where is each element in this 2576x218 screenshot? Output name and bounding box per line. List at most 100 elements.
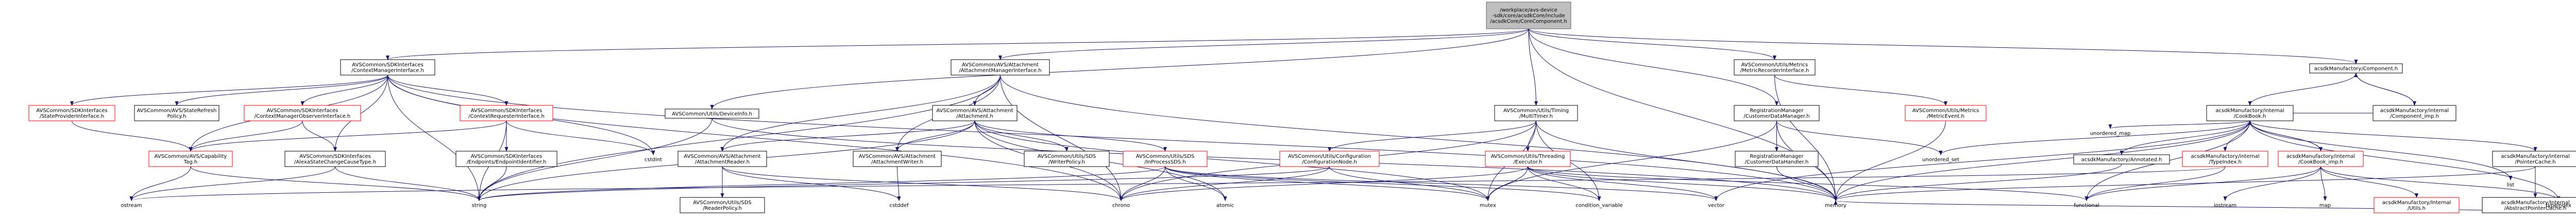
- include-edge-cbimp-to-typeindex: [2320, 166, 2561, 201]
- node-mfc[interactable]: acsdkManufactory/Component.h: [2309, 63, 2403, 74]
- include-edge-cap-to-string: [190, 166, 481, 201]
- node-box-cb: [2206, 105, 2294, 121]
- node-att[interactable]: AVSCommon/AVS/Attachment/Attachment.h: [932, 105, 1018, 121]
- node-dc[interactable]: AVSCommon/Utils/DeviceInfo.h: [665, 108, 759, 119]
- include-edge-ci-to-mfc: [2354, 72, 2415, 106]
- node-root[interactable]: /workplace/avs-device-sdk/core/acsdkCore…: [1486, 2, 1571, 29]
- node-label-cmoi-0: AVSCommon/SDKInterfaces: [267, 108, 338, 114]
- node-aw[interactable]: AVSCommon/AVS/Attachment/AttachmentWrite…: [853, 151, 942, 167]
- node-ostream: ostream: [121, 203, 142, 209]
- node-label-iostream-0: iostream: [2214, 203, 2236, 209]
- node-label-ipsds-1: /InProcessSDS.h: [1144, 159, 1186, 165]
- node-cdm[interactable]: RegistrationManager/CustomerDataManager.…: [1734, 105, 1820, 121]
- include-edge-cmi-to-cmoi: [300, 75, 388, 106]
- include-edge-cbimp-to-functional: [2084, 166, 2321, 201]
- node-wp[interactable]: AVSCommon/Utils/SDS/WriterPolicy.h: [1024, 151, 1110, 167]
- node-box-ami: [951, 59, 1050, 76]
- include-edge-cb-to-unordered_map: [2108, 120, 2250, 129]
- node-mt[interactable]: AVSCommon/Utils/Timing/MultiTimer.h: [1494, 105, 1578, 121]
- include-edge-cb-to-vector: [1714, 120, 2250, 201]
- include-edge-cfg-to-string: [477, 166, 1330, 201]
- node-label-memory-0: memory: [1825, 203, 1846, 209]
- include-edge-te-to-memory: [1528, 166, 1838, 201]
- node-label-ami-1: /AttachmentManagerInterface.h: [959, 68, 1041, 74]
- node-ann[interactable]: acsdkManufactory/Annotated.h: [2073, 154, 2170, 165]
- node-mutex: mutex: [1480, 203, 1496, 209]
- include-edge-att-to-ipsds: [974, 120, 1167, 152]
- node-box-utils: [2374, 197, 2460, 213]
- node-ar[interactable]: AVSCommon/AVS/Attachment/AttachmentReade…: [677, 151, 767, 167]
- node-label-cmoi-1: /ContextManagerObserverInterface.h: [255, 114, 351, 119]
- node-box-cdm: [1734, 105, 1820, 121]
- node-label-condvar-0: condition_variable: [1575, 203, 1623, 209]
- include-edge-cri-to-cstdint: [506, 120, 655, 155]
- include-edge-ipsds-to-vector: [1165, 166, 1718, 201]
- include-edge-cmi-to-spi: [70, 75, 388, 106]
- node-ci[interactable]: acsdkManufactory/internal/Component_imp.…: [2372, 105, 2456, 121]
- node-cb[interactable]: acsdkManufactory/internal/CookBook.h: [2206, 105, 2294, 121]
- include-edge-cb-to-list: [2249, 120, 2513, 180]
- node-label-ann-0: acsdkManufactory/Annotated.h: [2081, 157, 2162, 163]
- node-box-ci: [2372, 105, 2456, 121]
- node-label-mfc-0: acsdkManufactory/Component.h: [2314, 66, 2398, 72]
- node-eid[interactable]: AVSCommon/SDKInterfaces/Endpoints/Endpoi…: [455, 151, 557, 167]
- node-rp[interactable]: AVSCommon/Utils/SDS/ReaderPolicy.h: [680, 197, 765, 213]
- node-cmi[interactable]: AVSCommon/SDKInterfaces/ContextManagerIn…: [340, 59, 435, 76]
- node-pc[interactable]: acsdkManufactory/internal/PointerCache.h: [2492, 151, 2576, 167]
- node-label-list-0: list: [2507, 183, 2515, 188]
- node-cbimp[interactable]: acsdkManufactory/internal/CookBook_imp.h: [2278, 151, 2364, 167]
- node-label-aw-1: /AttachmentWriter.h: [871, 159, 923, 165]
- node-cfg[interactable]: AVSCommon/Utils/Configuration/Configurat…: [1279, 151, 1380, 167]
- node-label-me-0: AVSCommon/Utils/Metrics: [1912, 108, 1979, 114]
- include-edge-cbimp-to-cb: [2248, 120, 2321, 152]
- node-te[interactable]: AVSCommon/Utils/Threading/Executor.h: [1485, 151, 1571, 167]
- node-label-chrono-0: chrono: [1112, 203, 1130, 209]
- include-edge-att-to-mutex: [974, 120, 1490, 201]
- node-label-cstddef-0: cstddef: [890, 203, 909, 209]
- node-box-cfg: [1279, 151, 1380, 167]
- node-functional: functional: [2074, 203, 2099, 209]
- include-edge-root-to-cmi: [386, 28, 1529, 60]
- node-label-mri-1: /MetricRecorderInterface.h: [1740, 68, 1809, 74]
- node-ami[interactable]: AVSCommon/AVS/Attachment/AttachmentManag…: [951, 59, 1050, 76]
- node-label-unordered_set-0: unordered_set: [1922, 157, 1959, 163]
- node-label-cri-1: /ContextRequesterInterface.h: [468, 114, 545, 119]
- node-label-root-1: -sdk/core/acsdkCore/include: [1492, 13, 1565, 19]
- node-label-cfg-1: /ConfigurationNode.h: [1302, 159, 1357, 165]
- include-edge-pc-to-memory: [1834, 166, 2536, 201]
- node-mri[interactable]: AVSCommon/Utils/Metrics/MetricRecorderIn…: [1734, 59, 1816, 76]
- node-cri[interactable]: AVSCommon/SDKInterfaces/ContextRequester…: [460, 105, 553, 121]
- edges-layer: [70, 28, 2561, 213]
- node-label-apc-1: /AbstractPointerCache.h: [2504, 206, 2566, 211]
- node-box-cmoi: [244, 105, 361, 121]
- node-atomic: atomic: [1216, 203, 1234, 209]
- node-spi[interactable]: AVSCommon/SDKInterfaces/StateProviderInt…: [28, 105, 115, 121]
- node-ipsds[interactable]: AVSCommon/Utils/SDS/InProcessSDS.h: [1123, 151, 1208, 167]
- node-condvar: condition_variable: [1575, 203, 1623, 209]
- node-box-wp: [1024, 151, 1110, 167]
- node-utils[interactable]: acsdkManufactory/Internal/Utils.h: [2374, 197, 2460, 213]
- node-apc[interactable]: acsdkManufactory/Internal/AbstractPointe…: [2482, 197, 2576, 213]
- node-asct[interactable]: AVSCommon/SDKInterfaces/AlexaStateChange…: [284, 151, 386, 167]
- node-box-cdh: [1735, 151, 1819, 167]
- node-me[interactable]: AVSCommon/Utils/Metrics/MetricEvent.h: [1905, 105, 1987, 121]
- node-cdh[interactable]: RegistrationManager/CustomerDataHandler.…: [1735, 151, 1819, 167]
- node-label-te-1: /Executor.h: [1513, 159, 1542, 165]
- include-edge-te-to-functional: [1528, 166, 2089, 201]
- node-label-rp-0: AVSCommon/Utils/SDS: [693, 200, 752, 206]
- include-edge-te-to-mutex: [1486, 166, 1528, 201]
- include-edge-cbimp-to-map: [2320, 166, 2327, 201]
- node-label-spi-1: /StateProviderInterface.h: [40, 114, 104, 119]
- include-edge-cdm-to-unordered_set: [1776, 120, 1943, 155]
- node-label-asct-0: AVSCommon/SDKInterfaces: [299, 154, 370, 159]
- node-box-asct: [284, 151, 386, 167]
- node-cmoi[interactable]: AVSCommon/SDKInterfaces/ContextManagerOb…: [244, 105, 361, 121]
- include-edge-cmi-to-memory: [387, 75, 1838, 201]
- include-edge-cdh-to-memory: [1776, 166, 1838, 201]
- include-edge-mfc-to-cb: [2248, 72, 2357, 106]
- node-label-eid-0: AVSCommon/SDKInterfaces: [471, 154, 542, 159]
- node-ti[interactable]: acsdkManufactory/internal/TypeIndex.h: [2182, 151, 2268, 167]
- include-edge-dc-to-string: [477, 118, 713, 201]
